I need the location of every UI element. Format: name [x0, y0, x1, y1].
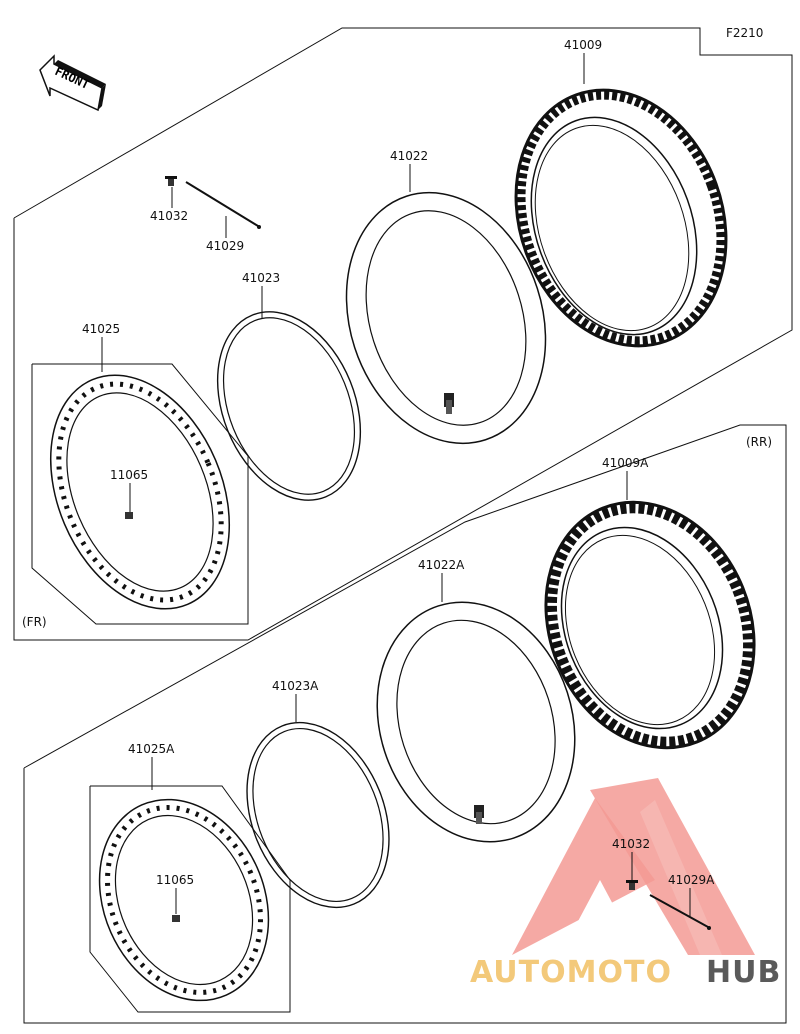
nipple-rear	[626, 880, 638, 890]
part-label-tube-front: 41022	[390, 149, 428, 163]
watermark-text: AUTOMOTO HUB	[470, 955, 781, 990]
rim-rear	[98, 798, 270, 1002]
front-arrow-icon: FRONT	[39, 54, 106, 112]
spoke-rear	[649, 894, 711, 930]
part-label-rim-rear: 41025A	[128, 742, 175, 756]
watermark-text-main: AUTOMOTO	[470, 955, 672, 990]
nipple-front	[165, 176, 177, 186]
part-label-nipple-front: 41032	[150, 209, 188, 223]
rim-band-front	[216, 311, 362, 501]
part-label-spoke-nipple-front: 11065	[110, 468, 148, 482]
figure-code: F2210	[726, 26, 763, 40]
tube-front	[345, 191, 547, 445]
rim-front	[49, 374, 231, 610]
section-label-rear: (RR)	[746, 435, 772, 449]
part-label-spoke-front: 41029	[206, 239, 244, 253]
leader-lines	[101, 53, 691, 917]
watermark-text-hub: HUB	[706, 955, 781, 990]
tire-rear	[544, 500, 756, 750]
valve-stem-rear	[474, 805, 484, 824]
front-section-frame	[13, 27, 793, 641]
rim-band-rear	[246, 721, 390, 909]
part-label-tire-front: 41009	[564, 38, 602, 52]
valve-stem-front	[444, 393, 454, 414]
rim-box-rear	[89, 785, 291, 1013]
watermark-logo	[512, 778, 755, 955]
rim-box-front	[31, 363, 249, 625]
tire-front	[514, 88, 728, 348]
rear-section-frame	[23, 424, 787, 1024]
part-label-tube-rear: 41022A	[418, 558, 465, 572]
spoke-nipple-front	[125, 512, 133, 519]
tube-rear	[376, 601, 576, 843]
spoke-front	[185, 181, 261, 229]
section-label-front: (FR)	[22, 615, 47, 629]
part-label-nipple-rear: 41032	[612, 837, 650, 851]
part-label-spoke-rear: 41029A	[668, 873, 715, 887]
part-label-tire-rear: 41009A	[602, 456, 649, 470]
part-label-spoke-nipple-rear: 11065	[156, 873, 194, 887]
part-label-band-rear: 41023A	[272, 679, 319, 693]
part-label-rim-front: 41025	[82, 322, 120, 336]
part-label-band-front: 41023	[242, 271, 280, 285]
spoke-nipple-rear	[172, 915, 180, 922]
